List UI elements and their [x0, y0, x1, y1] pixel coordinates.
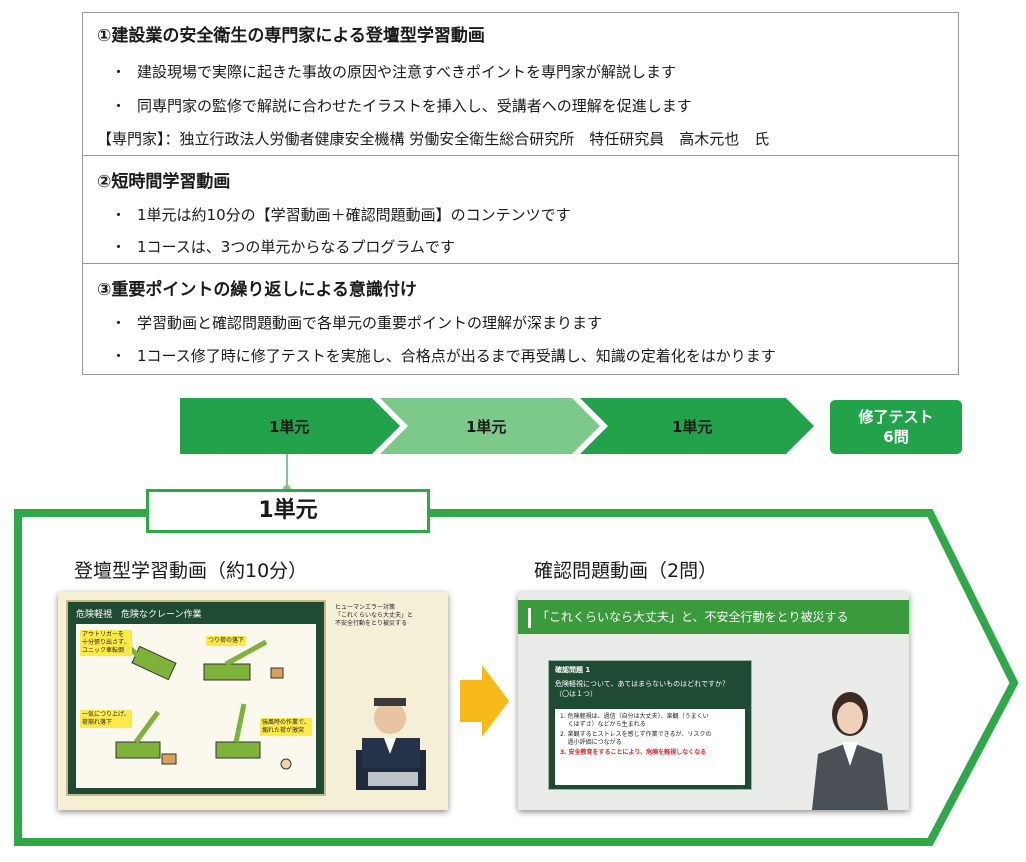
- unit-step-label-2: 1単元: [466, 418, 507, 436]
- quiz-options: 1. 危険軽視は、過信（自分は大丈夫）、楽観（うまくい くはずさ）などから生まれ…: [555, 709, 745, 785]
- feature-bullet: ・ 1単元は約10分の【学習動画＋確認問題動画】のコンテンツです: [111, 204, 571, 225]
- feature-section-1: ①建設業の安全衛生の専門家による登壇型学習動画 ・建設現場で実際に起きた事故の原…: [83, 13, 958, 155]
- feature-bullet: ・建設現場で実際に起きた事故の原因や注意すべきポイントを専門家が解説します: [111, 61, 676, 82]
- unit-arrow-1: [180, 398, 400, 454]
- quiz-option: 2. 楽観するとストレスを感じず作業できるが、リスクの 過小評価につながる: [560, 731, 712, 746]
- quiz-banner: 「これくらいなら大丈夫」と、不安全行動をとり被災する: [518, 600, 909, 634]
- lecturer-figure: [356, 698, 426, 790]
- cargo-box: [270, 667, 284, 679]
- expert-note: 【専門家】：独立行政法人労働者健康安全機構 労働安全衛生総合研究所 特任研究員 …: [97, 130, 770, 148]
- crane-body: [215, 741, 261, 759]
- quiz-question-number: 確認問題 1: [555, 666, 591, 674]
- label-load-drop: つり荷の落下: [206, 636, 247, 646]
- feature-title-1: ①建設業の安全衛生の専門家による登壇型学習動画: [97, 26, 485, 46]
- lecture-video-thumbnail: 危険軽視 危険なクレーン作業 アウトリガーを 十分張り出さず、 ユニック車転倒: [58, 592, 448, 810]
- quiz-question-text: 危険軽視について、あてはまらないものはどれですか？ （〇は１つ）: [555, 680, 729, 698]
- caption-quiz-video: 確認問題動画（2問）: [534, 560, 718, 582]
- crane-body: [115, 741, 161, 759]
- bullet-text: 1コースは、3つの単元からなるプログラムです: [137, 238, 455, 256]
- crane-boom: [133, 710, 161, 744]
- crane-boom: [233, 703, 247, 743]
- banner-text: 「これくらいなら大丈夫」と、不安全行動をとり被災する: [537, 610, 849, 624]
- label-sudden-lift: 一気につり上げ、 荷崩れ落下: [80, 710, 132, 728]
- bullet-text: 1単元は約10分の【学習動画＋確認問題動画】のコンテンツです: [137, 206, 571, 224]
- final-test-label: 修了テスト: [858, 408, 934, 426]
- final-test-count: 6問: [883, 428, 909, 446]
- features-table: ①建設業の安全衛生の専門家による登壇型学習動画 ・建設現場で実際に起きた事故の原…: [82, 12, 959, 375]
- bullet-mark: ・: [111, 97, 127, 115]
- quiz-option: 1. 危険軽視は、過信（自分は大丈夫）、楽観（うまくい くはずさ）などから生まれ…: [560, 713, 709, 728]
- feature-bullet: ・ 1コースは、3つの単元からなるプログラムです: [111, 236, 455, 257]
- final-test-box: 修了テスト 6問: [830, 400, 962, 454]
- quiz-video-thumbnail: 「これくらいなら大丈夫」と、不安全行動をとり被災する 確認問題 1 危険軽視につ…: [518, 592, 909, 810]
- cargo-box: [161, 753, 177, 765]
- feature-bullet: ・ 1コース修了時に修了テストを実施し、合格点が出るまで再受講し、知識の定着化をは…: [111, 345, 776, 366]
- next-arrow-icon: [460, 665, 509, 737]
- label-outrigger: アウトリガーを 十分張り出さず、 ユニック車転倒: [80, 630, 132, 656]
- bullet-text: 1コース修了時に修了テストを実施し、合格点が出るまで再受講し、知識の定着化をはか…: [137, 347, 776, 365]
- feature-bullet: ・学習動画と確認問題動画で各単元の重要ポイントの理解が深まります: [111, 312, 602, 333]
- board-title: 危険軽視 危険なクレーン作業: [76, 610, 202, 620]
- unit-frame: [14, 509, 1019, 846]
- quiz-question-box: 確認問題 1 危険軽視について、あてはまらないものはどれですか？ （〇は１つ） …: [548, 660, 752, 790]
- crane-body: [203, 663, 251, 681]
- side-note: ヒューマンエラー対策 「これくらいなら大丈夫」と 不安全行動をとり被災する: [335, 604, 414, 627]
- lecture-board: 危険軽視 危険なクレーン作業 アウトリガーを 十分張り出さず、 ユニック車転倒: [66, 600, 326, 796]
- bullet-text: 同専門家の監修で解説に合わせたイラストを挿入し、受講者への理解を促進します: [137, 97, 692, 115]
- feature-section-2: ②短時間学習動画 ・ 1単元は約10分の【学習動画＋確認問題動画】のコンテンツです…: [83, 155, 958, 263]
- crane-boom: [224, 639, 268, 667]
- board-illustration: アウトリガーを 十分張り出さず、 ユニック車転倒 つり荷の落下 一気につり上げ、…: [76, 624, 316, 788]
- bullet-text: 学習動画と確認問題動画で各単元の重要ポイントの理解が深まります: [137, 314, 603, 332]
- unit-tag: 1単元: [146, 489, 430, 533]
- unit-step-label-1: 1単元: [269, 418, 310, 436]
- bullet-mark: ・: [111, 314, 127, 332]
- worker-figure: [280, 758, 292, 770]
- bullet-mark: ・: [111, 238, 127, 256]
- bullet-mark: ・: [111, 347, 127, 365]
- feature-bullet: ・同専門家の監修で解説に合わせたイラストを挿入し、受講者への理解を促進します: [111, 95, 692, 116]
- feature-title-3: ③重要ポイントの繰り返しによる意識付け: [97, 280, 417, 300]
- bullet-text: 建設現場で実際に起きた事故の原因や注意すべきポイントを専門家が解説します: [137, 63, 676, 81]
- unit-arrow-3: [580, 398, 814, 454]
- bullet-mark: ・: [111, 63, 127, 81]
- unit-arrow-2: [380, 398, 600, 454]
- bullet-mark: ・: [111, 206, 127, 224]
- presenter-figure: [812, 692, 888, 810]
- quiz-option-answer: 3. 安全教育をすることにより、危険を軽視しなくなる: [560, 749, 707, 756]
- feature-section-3: ③重要ポイントの繰り返しによる意識付け ・学習動画と確認問題動画で各単元の重要ポ…: [83, 263, 958, 374]
- unit-step-label-3: 1単元: [672, 418, 713, 436]
- caption-lecture-video: 登壇型学習動画（約10分）: [74, 560, 308, 582]
- feature-title-2: ②短時間学習動画: [97, 172, 231, 192]
- banner-bar: [528, 607, 531, 628]
- crane-body: [131, 645, 177, 681]
- label-strong-wind: 強風時の作業で、 煽れた荷が激突: [260, 718, 312, 736]
